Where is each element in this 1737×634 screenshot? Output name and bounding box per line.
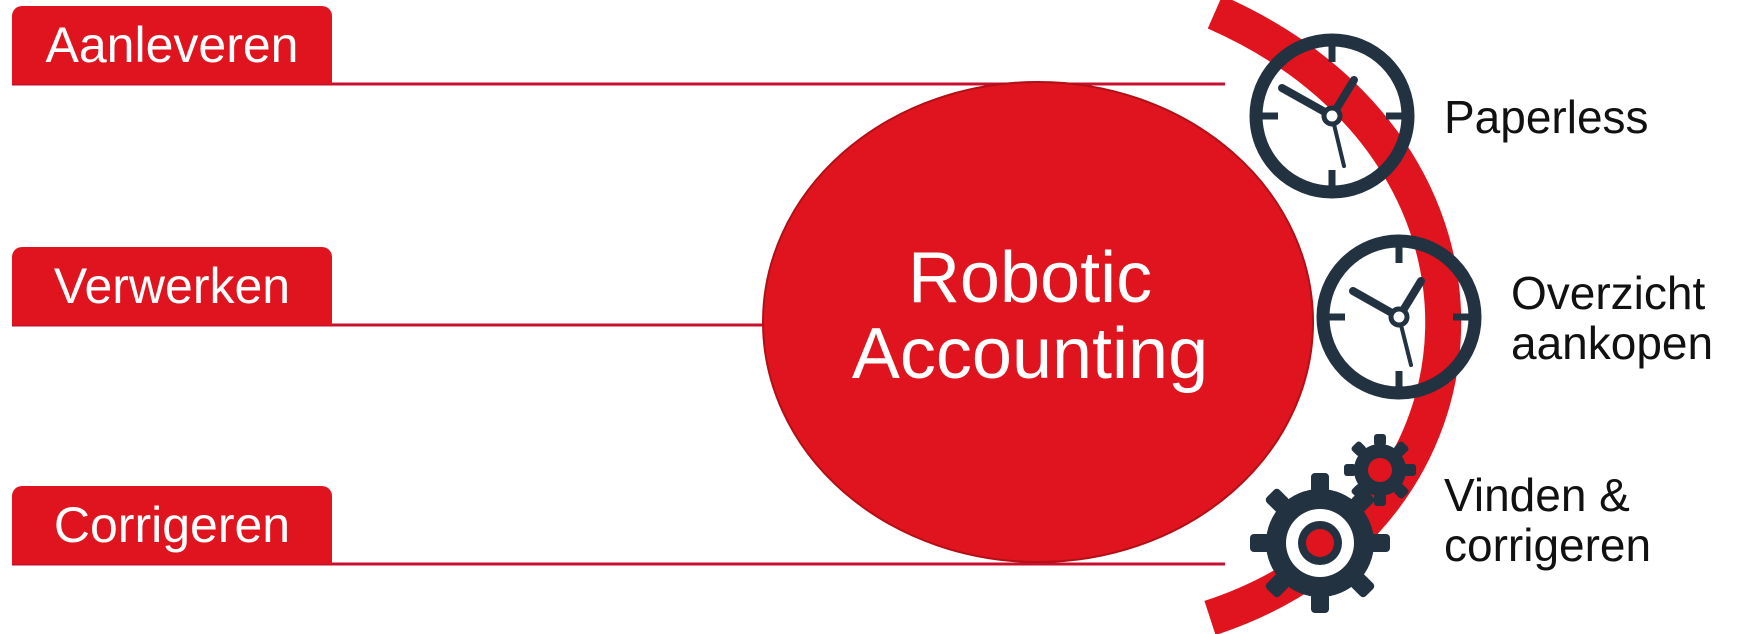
robotic-accounting-ellipse xyxy=(762,81,1314,563)
step-label: Corrigeren xyxy=(53,497,291,553)
benefit-label-paperless: Paperless xyxy=(1444,92,1649,142)
center-title: Robotic Accounting xyxy=(770,240,1290,392)
benefit-label-vinden: Vinden & corrigeren xyxy=(1444,470,1651,570)
center-title-line2: Accounting xyxy=(851,314,1209,394)
clock-icon xyxy=(1316,234,1482,400)
center-title-line1: Robotic xyxy=(907,238,1153,318)
benefit-line1: Overzicht xyxy=(1511,267,1706,319)
step-label: Verwerken xyxy=(53,258,291,314)
step-label: Aanleveren xyxy=(45,17,299,73)
step-tab-aanleveren: Aanleveren xyxy=(12,6,332,84)
benefit-line2: corrigeren xyxy=(1444,519,1652,571)
benefit-line1: Paperless xyxy=(1444,91,1649,143)
benefit-line2: aankopen xyxy=(1511,317,1714,369)
clock-icon xyxy=(1249,33,1415,199)
benefit-line1: Vinden & xyxy=(1444,469,1630,521)
benefit-label-overzicht: Overzicht aankopen xyxy=(1511,268,1713,368)
gears-icon xyxy=(1250,434,1416,613)
step-tab-verwerken: Verwerken xyxy=(12,247,332,325)
step-tab-corrigeren: Corrigeren xyxy=(12,486,332,564)
